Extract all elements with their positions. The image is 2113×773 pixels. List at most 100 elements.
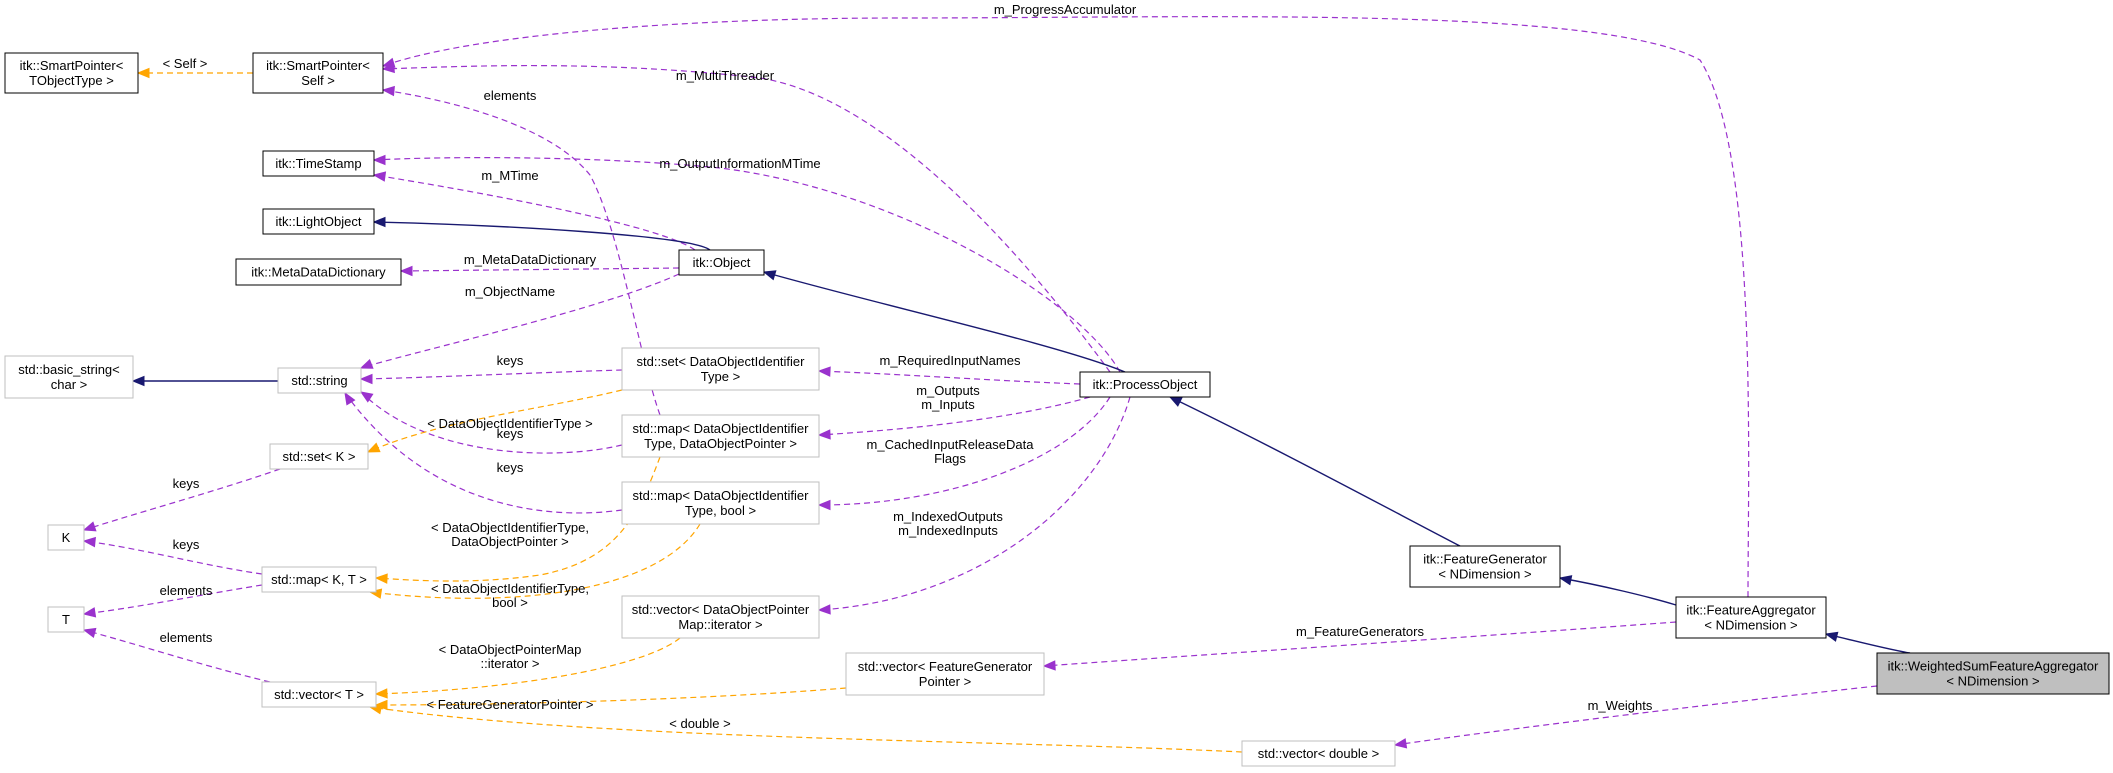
edge-e_weights: m_Weights [1393, 685, 1878, 749]
class-node-map_doid_bool[interactable]: std::map< DataObjectIdentifierType, bool… [621, 481, 820, 525]
class-node-string[interactable]: std::string [277, 367, 362, 394]
edge-label: < Self > [163, 56, 208, 71]
edge-e_keys_k_setk: keys [82, 468, 281, 532]
arrow-head-icon [1393, 738, 1408, 749]
class-node-label: Map::iterator > [678, 617, 762, 632]
arrow-head-icon [762, 270, 777, 281]
class-node-box [261, 681, 377, 708]
edge-line [382, 64, 1111, 373]
class-node-set_k[interactable]: std::set< K > [269, 443, 369, 470]
arrow-head-icon [372, 216, 386, 228]
class-node-label: std::set< K > [283, 449, 356, 464]
edge-label: m_IndexedOutputs [893, 509, 1003, 524]
arrow-head-icon [374, 573, 388, 584]
class-node-metadict[interactable]: itk::MetaDataDictionary [235, 258, 402, 286]
edge-e_outputinfo: m_OutputInformationMTime [372, 154, 1121, 373]
edge-label: m_MTime [481, 168, 538, 183]
edge-e_objectname: m_ObjectName [359, 273, 680, 369]
class-node-box [235, 258, 402, 286]
edge-e_required: m_RequiredInputNames [817, 353, 1081, 385]
class-node-vector_double[interactable]: std::vector< double > [1241, 740, 1396, 767]
arrow-head-icon [1042, 660, 1056, 671]
class-node-vector_t[interactable]: std::vector< T > [261, 681, 377, 708]
edge-line [400, 267, 680, 272]
edge-e_doit_setk: < DataObjectIdentifierType > [366, 389, 623, 453]
edge-label: elements [484, 88, 537, 103]
class-node-t[interactable]: T [47, 606, 85, 633]
edge-e_mtime: m_MTime [372, 168, 696, 251]
edge-e_double: < double > [368, 704, 1243, 753]
arrow-head-icon [817, 366, 831, 377]
class-node-weightedsum[interactable]: itk::WeightedSumFeatureAggregator< NDime… [1876, 652, 2110, 695]
class-node-sp_self[interactable]: itk::SmartPointer<Self > [252, 52, 384, 94]
class-node-box [269, 443, 369, 470]
edge-label: m_MultiThreader [676, 68, 775, 83]
edge-line [369, 523, 701, 599]
class-node-box [47, 606, 85, 633]
arrow-head-icon [82, 521, 97, 532]
arrow-head-icon [1824, 631, 1839, 642]
edge-line [1825, 633, 1911, 654]
edge-label: keys [173, 537, 200, 552]
class-node-featuregenerator[interactable]: itk::FeatureGenerator< NDimension > [1409, 545, 1561, 588]
edge-line [360, 369, 623, 380]
edge-e_basic_string [131, 375, 278, 387]
class-node-lightobject[interactable]: itk::LightObject [262, 208, 375, 235]
edge-e_fgp: < FeatureGeneratorPointer > [374, 687, 847, 712]
class-node-box [621, 595, 820, 639]
edge-line [83, 584, 263, 615]
class-node-label: itk::TimeStamp [275, 156, 361, 171]
edge-e_object_po [762, 270, 1126, 373]
class-node-processobject[interactable]: itk::ProcessObject [1079, 371, 1211, 398]
edge-line [818, 370, 1081, 385]
class-node-label: std::map< DataObjectIdentifier [633, 421, 810, 436]
class-node-vector_fgp[interactable]: std::vector< FeatureGeneratorPointer > [845, 652, 1045, 696]
edge-label: m_Inputs [921, 397, 975, 412]
arrow-head-icon [1168, 396, 1183, 407]
edge-label: m_Weights [1588, 698, 1653, 713]
class-node-sp_tobj[interactable]: itk::SmartPointer<TObjectType > [4, 52, 139, 94]
class-node-label: T [62, 612, 70, 627]
edge-line [375, 456, 661, 582]
class-node-label: std::string [291, 373, 347, 388]
class-node-label: TObjectType > [29, 73, 114, 88]
class-node-basic_string[interactable]: std::basic_string<char > [4, 355, 134, 399]
nodes: itk::SmartPointer<TObjectType > itk::Smar… [4, 52, 2110, 767]
class-node-vector_dop[interactable]: std::vector< DataObjectPointerMap::itera… [621, 595, 820, 639]
edge-line [1559, 577, 1677, 606]
class-node-box [262, 208, 375, 235]
class-node-object[interactable]: itk::Object [678, 249, 765, 276]
edge-e_keys_map: keys [359, 391, 623, 454]
class-node-label: Self > [301, 73, 335, 88]
arrow-head-icon [399, 265, 413, 277]
edge-label: elements [160, 630, 213, 645]
edge-line [344, 392, 623, 514]
edge-line [369, 706, 1243, 753]
class-node-label: itk::LightObject [276, 214, 362, 229]
class-node-timestamp[interactable]: itk::TimeStamp [262, 150, 375, 177]
arrow-head-icon [136, 67, 150, 79]
edge-label: keys [497, 460, 524, 475]
edge-label: m_ProgressAccumulator [994, 2, 1137, 17]
class-node-map_kt[interactable]: std::map< K, T > [261, 566, 377, 593]
class-node-box [845, 652, 1045, 696]
class-node-label: std::vector< DataObjectPointer [632, 602, 810, 617]
edge-label: keys [497, 353, 524, 368]
edge-e_elements_sp: elements [381, 85, 661, 416]
arrow-head-icon [372, 171, 387, 182]
arrow-head-icon [1558, 575, 1573, 586]
class-node-label: < NDimension > [1438, 567, 1531, 582]
edge-label: < DataObjectPointerMap [439, 642, 582, 657]
class-node-box [1876, 652, 2110, 695]
edge-line [373, 221, 711, 251]
class-node-map_doid_ptr[interactable]: std::map< DataObjectIdentifierType, Data… [621, 414, 820, 458]
edge-label: Flags [934, 451, 966, 466]
class-node-set_doid[interactable]: std::set< DataObjectIdentifierType > [621, 347, 820, 391]
edge-line [1043, 621, 1677, 667]
edge-label: < double > [669, 716, 730, 731]
class-node-label: itk::FeatureAggregator [1686, 603, 1816, 618]
class-node-k[interactable]: K [47, 524, 85, 551]
edge-label: ::iterator > [481, 656, 540, 671]
class-node-featureaggregator[interactable]: itk::FeatureAggregator< NDimension > [1675, 596, 1827, 639]
